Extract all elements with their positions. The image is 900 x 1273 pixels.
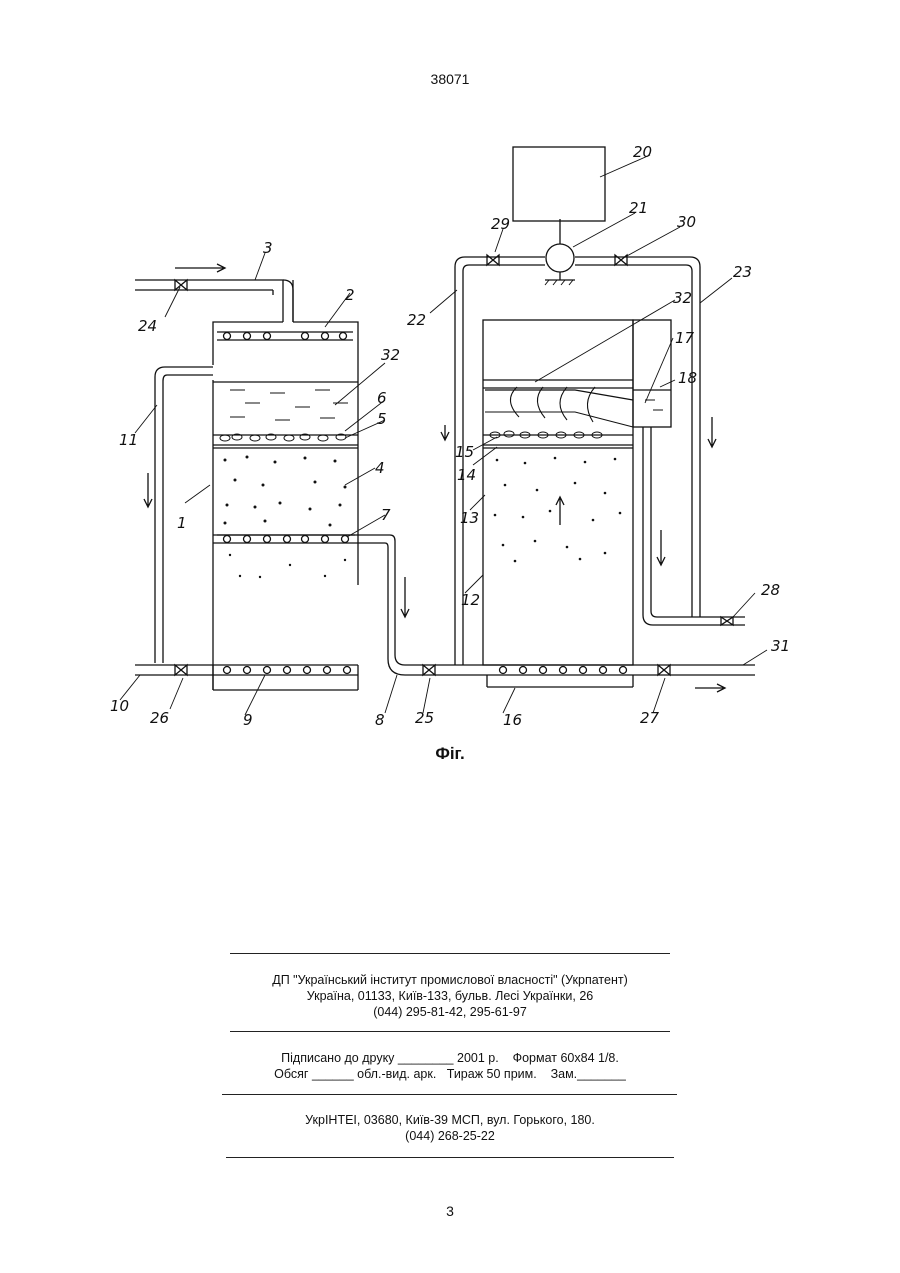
motor-box-20 [513,147,605,221]
label-17: 17 [675,329,695,347]
printer-line-1: УкрІНТЕІ, 03680, Київ-39 МСП, вул. Горьк… [0,1112,900,1128]
valve-25 [423,665,435,675]
print-info-line-2: Обсяг ______ обл.-вид. арк. Тираж 50 при… [0,1066,900,1082]
label-27: 27 [640,709,660,727]
label-16: 16 [503,711,522,729]
page-number-bottom: 3 [0,1203,900,1219]
publisher-line-3: (044) 295-81-42, 295-61-97 [0,1004,900,1020]
valve-28 [721,617,733,625]
patent-figure-drawing: 1 2 3 4 5 6 7 8 9 10 11 12 13 14 15 16 1… [105,135,805,735]
valve-26 [175,665,187,675]
label-8: 8 [375,711,385,729]
publisher-line-2: Україна, 01133, Київ-133, бульв. Лесі Ук… [0,988,900,1004]
label-4: 4 [375,459,385,477]
label-15: 15 [455,443,474,461]
feed-pipe-3 [135,280,293,322]
main-pipe-31 [450,665,755,687]
pump-21 [545,219,575,285]
pipe-from-overflow [643,427,745,625]
divider-1 [230,953,670,954]
distributor-2 [217,332,353,340]
label-25: 25 [415,709,434,727]
figure-caption: Фіг. [0,744,900,764]
recirculation-loop [455,257,700,665]
page-number-top: 38071 [0,71,900,87]
label-26: 26 [150,709,169,727]
label-31: 31 [771,637,790,655]
label-23: 23 [733,263,752,281]
label-5: 5 [377,410,387,428]
printer-block: УкрІНТЕІ, 03680, Київ-39 МСП, вул. Горьк… [0,1112,900,1144]
print-info-line-1: Підписано до друку ________ 2001 р. Форм… [0,1050,900,1066]
print-info-block: Підписано до друку ________ 2001 р. Форм… [0,1050,900,1082]
label-6: 6 [377,389,387,407]
pipe-8 [358,535,450,675]
label-21: 21 [629,199,648,217]
label-10: 10 [110,697,129,715]
left-bed-granules [224,456,347,579]
label-12: 12 [461,591,480,609]
label-11: 11 [119,431,138,449]
divider-4 [226,1157,674,1158]
label-24: 24 [138,317,157,335]
right-column-vessel [483,320,633,665]
label-2: 2 [345,286,355,304]
label-28: 28 [761,581,780,599]
printer-line-2: (044) 268-25-22 [0,1128,900,1144]
publisher-line-1: ДП "Український інститут промислової вла… [0,972,900,988]
valve-24 [175,280,187,290]
label-22: 22 [407,311,426,329]
label-32-right: 32 [673,289,692,307]
label-3: 3 [263,239,273,257]
right-bed-granules [494,457,622,563]
divider-3 [222,1094,677,1095]
label-14: 14 [457,466,476,484]
divider-2 [230,1031,670,1032]
collector-7 [217,535,355,543]
publisher-block: ДП "Український інститут промислової вла… [0,972,900,1020]
label-18: 18 [678,369,697,387]
label-7: 7 [381,506,391,524]
overflow-box-18 [633,320,671,427]
label-32-left: 32 [381,346,400,364]
label-13: 13 [460,509,479,527]
valve-27 [658,665,670,675]
left-column-vessel [213,322,358,690]
label-1: 1 [177,514,187,532]
label-20: 20 [633,143,652,161]
label-9: 9 [243,711,253,729]
label-29: 29 [491,215,510,233]
bottom-pipe-10 [135,665,358,690]
label-30: 30 [677,213,696,231]
